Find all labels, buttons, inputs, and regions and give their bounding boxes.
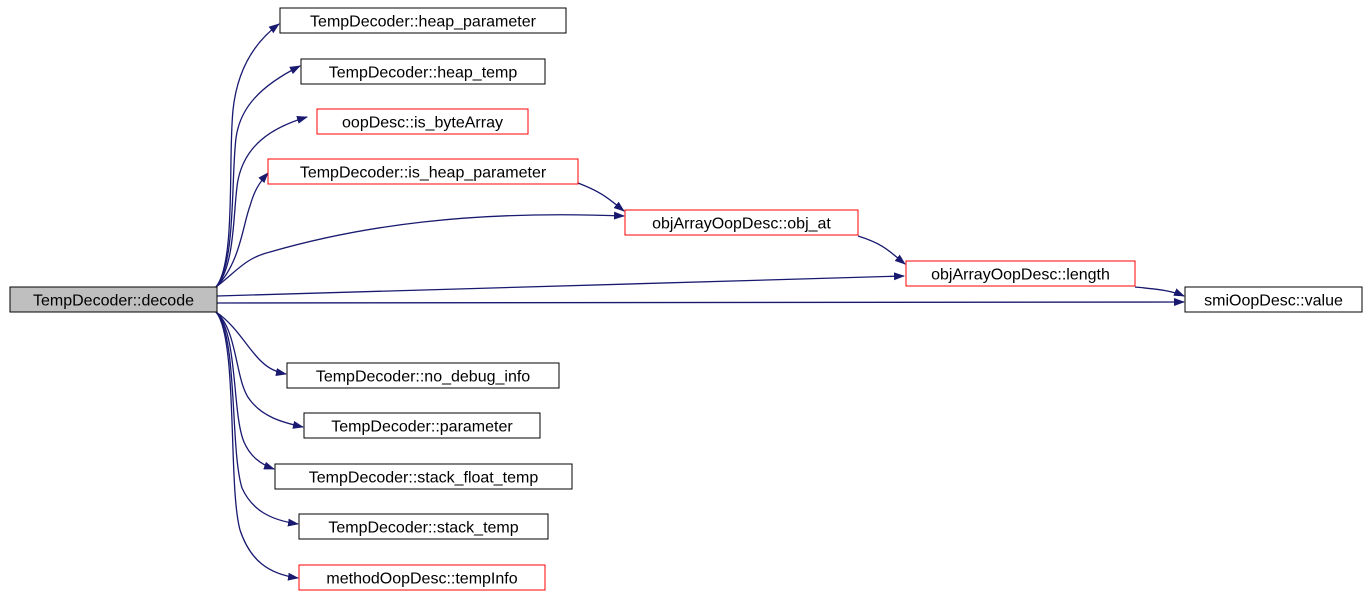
- edge-is-heap-parameter-obj-at: [577, 182, 625, 212]
- edge-decode-no-debug-info: [215, 311, 287, 376]
- edge-decode-tempinfo: [215, 311, 299, 581]
- edge-obj-at-length: [857, 235, 906, 265]
- node-tempdecoder-no-debug-info[interactable]: TempDecoder::no_debug_info: [286, 362, 560, 389]
- node-tempdecoder-heap-temp[interactable]: TempDecoder::heap_temp: [300, 58, 546, 85]
- edge-decode-heap-parameter: [215, 23, 280, 288]
- edge-decode-is-bytearray: [215, 116, 308, 288]
- node-objarrayoopdesc-obj-at[interactable]: objArrayOopDesc::obj_at: [624, 209, 859, 236]
- node-label: objArrayOopDesc::obj_at: [652, 216, 831, 233]
- node-tempdecoder-stack-temp[interactable]: TempDecoder::stack_temp: [298, 513, 549, 540]
- node-smioopdesc-value[interactable]: smiOopDesc::value: [1184, 286, 1363, 313]
- node-label: TempDecoder::heap_parameter: [310, 14, 537, 31]
- node-label: TempDecoder::stack_float_temp: [309, 470, 539, 487]
- node-tempdecoder-heap-parameter[interactable]: TempDecoder::heap_parameter: [279, 7, 567, 34]
- node-label: TempDecoder::parameter: [331, 419, 513, 436]
- node-label: TempDecoder::stack_temp: [328, 520, 518, 537]
- edge-decode-value: [216, 298, 1185, 307]
- node-label: methodOopDesc::tempInfo: [326, 571, 517, 588]
- edge-decode-heap-temp: [215, 65, 301, 288]
- edge-decode-length: [216, 272, 905, 297]
- node-tempdecoder-stack-float-temp[interactable]: TempDecoder::stack_float_temp: [274, 463, 573, 490]
- edge-decode-is-heap-parameter: [215, 172, 269, 288]
- node-label: TempDecoder::is_heap_parameter: [300, 165, 547, 182]
- node-label: TempDecoder::no_debug_info: [316, 369, 530, 386]
- edge-decode-parameter: [215, 311, 304, 429]
- node-tempdecoder-decode[interactable]: TempDecoder::decode: [9, 286, 218, 313]
- nodes-layer: TempDecoder::decode TempDecoder::heap_pa…: [9, 7, 1363, 591]
- edge-decode-obj-at: [215, 211, 625, 288]
- node-label: smiOopDesc::value: [1204, 293, 1343, 310]
- edge-decode-stack-temp: [215, 311, 299, 527]
- edge-decode-stack-float-temp: [215, 311, 275, 470]
- node-label: TempDecoder::decode: [33, 293, 194, 310]
- node-oopdesc-is-bytearray[interactable]: oopDesc::is_byteArray: [316, 108, 529, 135]
- node-tempdecoder-parameter[interactable]: TempDecoder::parameter: [303, 412, 541, 439]
- edges-layer: [215, 23, 1185, 581]
- edge-length-value: [1134, 286, 1185, 297]
- node-label: TempDecoder::heap_temp: [329, 65, 518, 82]
- node-tempdecoder-is-heap-parameter[interactable]: TempDecoder::is_heap_parameter: [267, 158, 579, 185]
- node-label: oopDesc::is_byteArray: [342, 115, 503, 132]
- node-objarrayoopdesc-length[interactable]: objArrayOopDesc::length: [905, 260, 1136, 287]
- node-methodoopdesc-tempinfo[interactable]: methodOopDesc::tempInfo: [298, 564, 546, 591]
- node-label: objArrayOopDesc::length: [931, 267, 1110, 284]
